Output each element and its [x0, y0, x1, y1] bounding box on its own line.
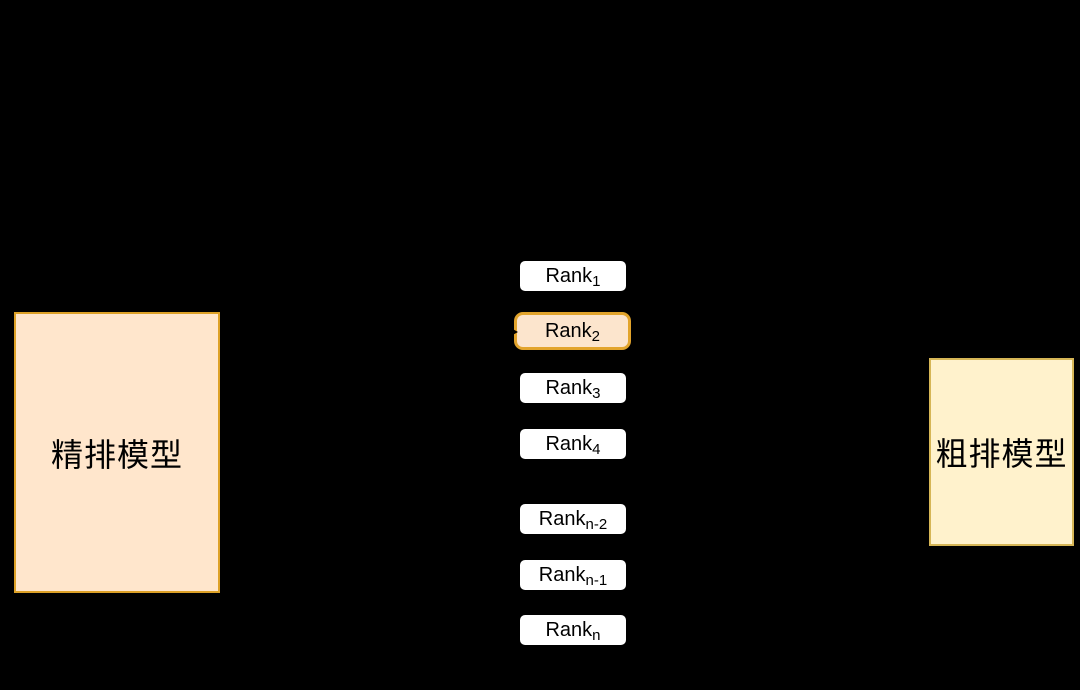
fine-ranking-model-label: 精排模型 — [50, 436, 183, 473]
rank-label: Rank — [538, 508, 586, 530]
arrowhead-icon — [509, 327, 518, 337]
rank-subscript: n — [592, 626, 601, 644]
rank-label: Rank — [545, 377, 593, 399]
rank-subscript: 4 — [592, 440, 601, 458]
rank-label: Rank — [538, 564, 586, 586]
fine-ranking-model-box: 精排模型 — [14, 312, 220, 593]
coarse-ranking-model-label: 粗排模型 — [935, 436, 1068, 472]
rank-label: Rank — [544, 320, 592, 342]
rank-label: Rank — [545, 265, 593, 287]
rank-subscript: 1 — [592, 272, 601, 290]
rank-label: Rank — [545, 433, 593, 455]
rank-subscript: n-1 — [585, 571, 608, 589]
rank-subscript: n-2 — [585, 515, 608, 533]
rank-label: Rank — [545, 619, 593, 641]
rank-subscript: 3 — [592, 384, 601, 402]
rank-subscript: 2 — [591, 327, 601, 345]
coarse-ranking-model-box: 粗排模型 — [929, 358, 1074, 546]
